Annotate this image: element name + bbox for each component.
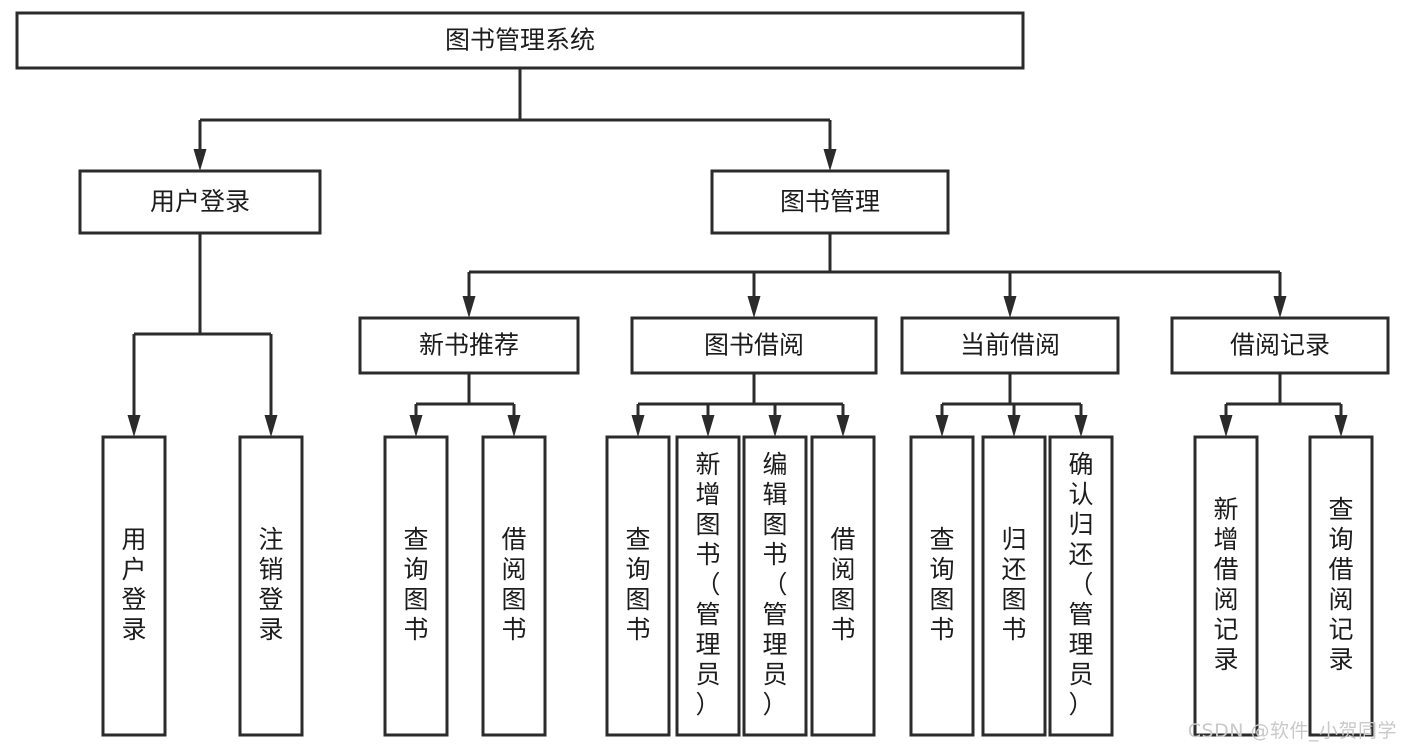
connector-group-root (193, 68, 837, 171)
node-label: 图书管理 (780, 187, 880, 216)
connector-group-new-book-recommend (409, 373, 521, 437)
node-leaf-query-book-recommend[interactable]: 查询图书 (383, 435, 449, 737)
node-user-login[interactable]: 用户登录 (78, 169, 322, 235)
node-box[interactable] (1308, 435, 1374, 737)
node-label: 归还图书 (1001, 525, 1026, 644)
arrowhead-icon (631, 415, 645, 437)
arrowhead-icon (701, 415, 715, 437)
node-label: 用户登录 (150, 187, 250, 216)
node-label: 查询借阅记录 (1328, 495, 1353, 674)
node-leaf-add-book-admin[interactable]: 新增图书（管理员） (675, 435, 741, 737)
node-label: 查询图书 (625, 525, 650, 644)
node-box[interactable] (383, 435, 449, 737)
node-label: 图书管理系统 (445, 26, 595, 55)
node-leaf-add-borrow-record[interactable]: 新增借阅记录 (1193, 435, 1259, 737)
node-label: 查询图书 (403, 525, 428, 644)
node-root[interactable]: 图书管理系统 (15, 11, 1025, 70)
node-box[interactable] (15, 11, 1025, 70)
node-borrow-record[interactable]: 借阅记录 (1170, 316, 1390, 375)
edges-layer (127, 68, 1348, 437)
connector-group-user-login (127, 233, 278, 437)
node-leaf-confirm-return-admin[interactable]: 确认归还（管理员） (1048, 435, 1114, 737)
node-box[interactable] (675, 435, 741, 737)
node-label: 当前借阅 (960, 331, 1060, 360)
arrowhead-icon (127, 415, 141, 437)
node-box[interactable] (605, 435, 671, 737)
connector-group-borrow-record (1219, 373, 1348, 437)
arrowhead-icon (1273, 296, 1287, 318)
node-book-manage[interactable]: 图书管理 (710, 169, 950, 235)
node-box[interactable] (710, 169, 950, 235)
arrowhead-icon (409, 415, 423, 437)
node-book-borrow[interactable]: 图书借阅 (630, 316, 878, 375)
node-leaf-user-login[interactable]: 用户登录 (101, 435, 167, 737)
connector-group-current-borrow (935, 373, 1088, 437)
node-label: 借阅记录 (1230, 331, 1330, 360)
node-box[interactable] (101, 435, 167, 737)
arrowhead-icon (462, 296, 476, 318)
node-leaf-logout[interactable]: 注销登录 (238, 435, 304, 737)
node-box[interactable] (630, 316, 878, 375)
node-box[interactable] (900, 316, 1120, 375)
arrowhead-icon (1007, 415, 1021, 437)
arrowhead-icon (1219, 415, 1233, 437)
node-box[interactable] (981, 435, 1047, 737)
arrowhead-icon (823, 149, 837, 171)
node-box[interactable] (810, 435, 876, 737)
node-label: 确认归还（管理员） (1068, 450, 1093, 719)
node-leaf-query-borrow-record[interactable]: 查询借阅记录 (1308, 435, 1374, 737)
node-label: 新增图书（管理员） (695, 450, 720, 719)
node-box[interactable] (909, 435, 975, 737)
node-label: 新书推荐 (419, 331, 519, 360)
node-leaf-edit-book-admin[interactable]: 编辑图书（管理员） (742, 435, 808, 737)
node-label: 查询图书 (929, 525, 954, 644)
arrowhead-icon (836, 415, 850, 437)
node-box[interactable] (238, 435, 304, 737)
node-box[interactable] (481, 435, 547, 737)
node-leaf-borrow-book[interactable]: 借阅图书 (810, 435, 876, 737)
node-label: 新增借阅记录 (1213, 495, 1238, 674)
node-box[interactable] (358, 316, 580, 375)
node-new-book-recommend[interactable]: 新书推荐 (358, 316, 580, 375)
arrowhead-icon (264, 415, 278, 437)
node-leaf-return-book[interactable]: 归还图书 (981, 435, 1047, 737)
arrowhead-icon (1074, 415, 1088, 437)
arrowhead-icon (1334, 415, 1348, 437)
node-label: 注销登录 (258, 525, 283, 644)
arrowhead-icon (747, 296, 761, 318)
arrowhead-icon (1003, 296, 1017, 318)
node-current-borrow[interactable]: 当前借阅 (900, 316, 1120, 375)
node-label: 图书借阅 (704, 331, 804, 360)
node-leaf-borrow-book-recommend[interactable]: 借阅图书 (481, 435, 547, 737)
node-label: 用户登录 (121, 525, 146, 644)
node-box[interactable] (1170, 316, 1390, 375)
node-leaf-query-book-current[interactable]: 查询图书 (909, 435, 975, 737)
node-label: 借阅图书 (830, 525, 855, 644)
node-box[interactable] (742, 435, 808, 737)
arrowhead-icon (935, 415, 949, 437)
node-label: 编辑图书（管理员） (762, 450, 787, 719)
node-box[interactable] (1048, 435, 1114, 737)
connector-group-book-borrow (631, 373, 850, 437)
node-label: 借阅图书 (501, 525, 526, 644)
arrowhead-icon (507, 415, 521, 437)
arrowhead-icon (193, 149, 207, 171)
node-leaf-query-book-borrow[interactable]: 查询图书 (605, 435, 671, 737)
node-box[interactable] (78, 169, 322, 235)
node-box[interactable] (1193, 435, 1259, 737)
arrowhead-icon (768, 415, 782, 437)
nodes-layer: 图书管理系统用户登录图书管理新书推荐图书借阅当前借阅借阅记录用户登录注销登录查询… (15, 11, 1390, 737)
csdn-watermark: CSDN @软件_小贺同学 (1187, 720, 1397, 742)
connector-group-book-manage (462, 233, 1287, 318)
